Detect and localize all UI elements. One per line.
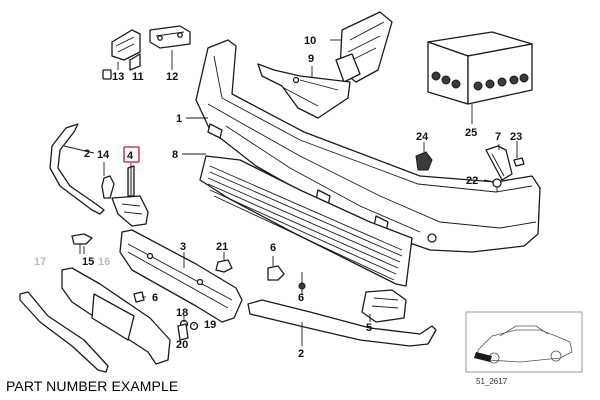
bolt-part-20[interactable] <box>177 323 189 341</box>
callout-24[interactable]: 24 <box>416 131 429 143</box>
callout-11[interactable]: 11 <box>132 71 144 83</box>
callout-10[interactable]: 10 <box>304 35 316 47</box>
callout-6-mid[interactable]: 6 <box>270 242 276 254</box>
bracket-part-9[interactable] <box>257 63 351 119</box>
callout-23[interactable]: 23 <box>510 131 522 143</box>
callout-6-low[interactable]: 6 <box>298 292 304 304</box>
mount-part-12[interactable] <box>149 25 191 49</box>
highlight-box-part-4 <box>123 146 140 163</box>
parts-kit-box-25[interactable] <box>427 31 533 105</box>
callout-13[interactable]: 13 <box>112 71 124 83</box>
bracket-part-11[interactable] <box>111 29 141 71</box>
callout-8[interactable]: 8 <box>172 149 178 161</box>
callout-12[interactable]: 12 <box>166 71 178 83</box>
callout-2-bottom[interactable]: 2 <box>298 348 304 360</box>
clip-part-6-mid[interactable] <box>267 265 306 294</box>
fog-lamp-cover-part-5[interactable] <box>361 289 407 323</box>
callout-15[interactable]: 15 <box>82 256 94 268</box>
car-silhouette-icon <box>474 325 573 364</box>
fastener-part-15[interactable] <box>71 233 93 254</box>
screw-part-6-left[interactable] <box>133 291 145 303</box>
callout-6-left[interactable]: 6 <box>152 292 158 304</box>
ghost-part-17 <box>19 291 109 373</box>
nut-part-24[interactable] <box>415 151 433 171</box>
clip-part-22[interactable] <box>492 178 502 192</box>
grille-part-8[interactable] <box>199 155 413 287</box>
clip-part-14[interactable] <box>101 175 115 199</box>
vehicle-location-thumbnail <box>465 311 583 373</box>
carrier-part-16[interactable] <box>61 267 171 365</box>
clip-part-13[interactable] <box>102 69 112 80</box>
trim-strip-part-2-left[interactable] <box>49 123 105 215</box>
callout-14[interactable]: 14 <box>97 149 110 161</box>
box-holes <box>431 71 529 91</box>
callout-21[interactable]: 21 <box>216 241 228 253</box>
nut-part-21[interactable] <box>215 259 233 273</box>
trim-strip-part-2-bottom[interactable] <box>247 299 437 347</box>
callout-16[interactable]: 16 <box>98 256 110 268</box>
callout-19[interactable]: 19 <box>204 319 216 331</box>
duct-part-10[interactable] <box>335 11 393 83</box>
callout-5[interactable]: 5 <box>366 322 372 334</box>
callout-17[interactable]: 17 <box>34 256 46 268</box>
callout-22[interactable]: 22 <box>466 175 478 187</box>
callout-7[interactable]: 7 <box>495 131 501 143</box>
callout-25[interactable]: 25 <box>465 127 477 139</box>
callout-20[interactable]: 20 <box>176 339 188 351</box>
leader-lines <box>63 39 518 346</box>
license-plate-mount-part-3[interactable] <box>119 229 243 323</box>
bracket-part-4[interactable] <box>111 165 149 227</box>
callout-1[interactable]: 1 <box>176 113 182 125</box>
callout-4[interactable]: 4 <box>127 150 134 162</box>
callout-labels: 1 2 2 3 4 5 6 6 6 7 8 9 10 11 12 13 14 1… <box>34 35 522 360</box>
diagram-code: 51_2617 <box>476 377 508 386</box>
callout-3[interactable]: 3 <box>180 241 186 253</box>
callout-9[interactable]: 9 <box>308 53 314 65</box>
screw-part-23[interactable] <box>513 157 525 167</box>
bumper-shell-part-1[interactable] <box>195 39 541 253</box>
callout-2-left[interactable]: 2 <box>84 148 90 160</box>
caption: PART NUMBER EXAMPLE <box>6 378 179 394</box>
callout-18[interactable]: 18 <box>176 307 188 319</box>
bracket-part-7[interactable] <box>485 145 513 181</box>
